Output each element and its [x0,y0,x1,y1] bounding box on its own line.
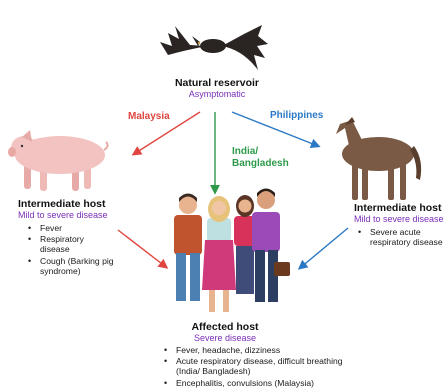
affected-host-heading: Affected host Severe disease [160,321,290,343]
pig-host-subtitle: Mild to severe disease [18,210,108,220]
horse-host-title: Intermediate host [354,202,442,214]
natural-reservoir-label: Natural reservoir Asymptomatic [162,77,272,99]
route-india-line2: Bangladesh [232,158,289,169]
reservoir-title: Natural reservoir [174,77,260,89]
affected-symptom: Acute respiratory disease, difficult bre… [164,356,364,376]
arrow-pig-to-human [117,229,169,269]
horse-symptom: Severe acute respiratory disease [358,227,448,247]
pig-host-title: Intermediate host [18,198,106,210]
affected-host-title: Affected host [191,321,259,333]
pig-icon [8,130,109,191]
affected-symptom: Encephalitis, convulsions (Malaysia) [164,378,364,388]
horse-host-panel: Intermediate host Mild to severe disease… [354,202,448,248]
arrow-malaysia [131,111,201,156]
arrow-horse-to-human [297,227,349,270]
route-malaysia: Malaysia [128,111,170,122]
briefcase-icon [274,262,290,276]
affected-symptom: Fever, headache, dizziness [164,345,364,355]
fruit-bat-icon [160,25,268,70]
arrow-philippines [231,111,321,148]
pig-symptom: Cough (Barking pig syndrome) [28,256,114,276]
horse-icon [336,117,422,200]
pig-symptom: Respiratory disease [28,234,114,254]
reservoir-subtitle: Asymptomatic [188,89,246,99]
pig-symptom-list: Fever Respiratory disease Cough (Barking… [28,223,114,276]
pig-symptom: Fever [28,223,114,233]
horse-host-subtitle: Mild to severe disease [354,214,444,224]
pig-host-panel: Intermediate host Mild to severe disease… [18,198,138,277]
affected-host-subtitle: Severe disease [193,333,257,343]
route-india-bangladesh: India/ Bangladesh [232,146,289,170]
route-philippines: Philippines [270,110,324,121]
people-group-icon [174,188,290,312]
affected-symptom-list: Fever, headache, dizziness Acute respira… [164,345,364,389]
route-india-line1: India/ [232,146,259,157]
horse-symptom-list: Severe acute respiratory disease [358,227,448,247]
